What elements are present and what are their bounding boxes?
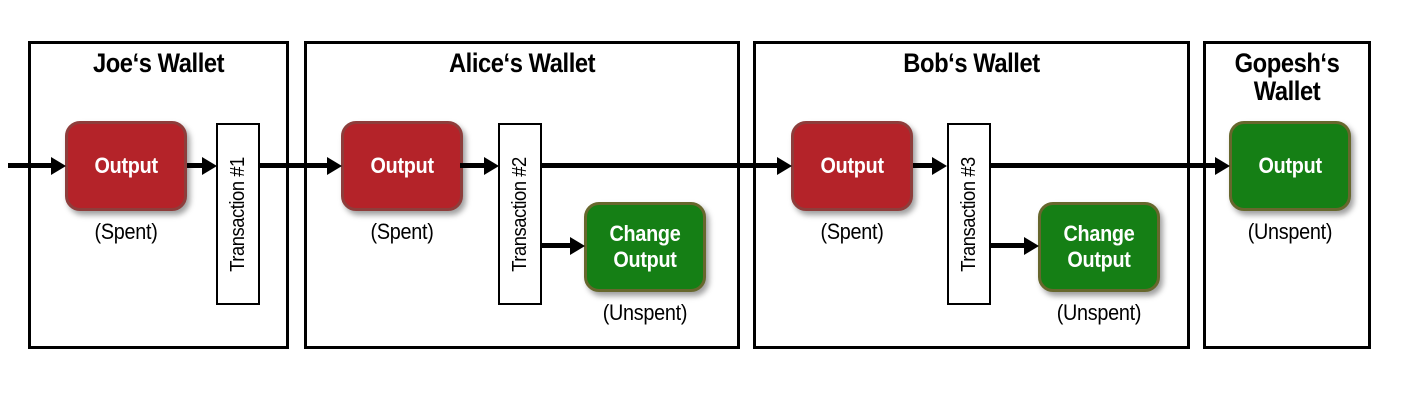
alice-output-status: (Spent) [341,220,463,244]
bob-change-output-label: Change Output [1063,220,1135,272]
arrow-transaction-2-to-alice-change-output [542,236,585,255]
transaction-1-label: Transaction #1 [226,156,249,272]
bob-change-output-box: Change Output [1038,202,1160,292]
alice-output-label: Output [370,152,434,178]
transaction-2-label: Transaction #2 [508,156,531,272]
joe-output-status-text: (Spent) [94,219,158,244]
bob-output-status: (Spent) [791,220,913,244]
alice-output-status-text: (Spent) [370,219,434,244]
arrow-bob-output-to-transaction-3 [913,156,947,175]
alice-change-output-box: Change Output [584,202,706,292]
joe-output-status: (Spent) [65,220,187,244]
arrow-transaction-3-to-gopesh-output [991,156,1230,175]
alice-change-output-status-text: (Unspent) [602,300,688,325]
gopesh-output-box: Output [1229,121,1351,211]
bob-output-status-text: (Spent) [820,219,884,244]
wallet-bob-title-text: Bob‘s Wallet [903,48,1040,78]
transaction-1-box: Transaction #1 [216,123,260,305]
wallet-gopesh-title: Gopesh‘s Wallet [1206,49,1368,105]
wallet-joe-title-text: Joe‘s Wallet [92,48,225,78]
alice-change-output-label: Change Output [609,220,681,272]
wallet-gopesh: Gopesh‘s Wallet Output (Unspent) [1203,41,1371,349]
gopesh-output-status-text: (Unspent) [1247,219,1333,244]
gopesh-output-status: (Unspent) [1229,220,1351,244]
alice-change-output-status: (Unspent) [584,301,706,325]
arrow-external-to-joe-output [8,156,66,175]
wallet-gopesh-title-text: Gopesh‘s Wallet [1234,48,1340,106]
arrow-transaction-3-to-bob-change-output [991,236,1039,255]
alice-output-box: Output [341,121,463,211]
wallet-joe: Joe‘s Wallet Output (Spent) Transaction … [28,41,289,349]
wallet-alice-title: Alice‘s Wallet [307,49,737,77]
wallet-bob: Bob‘s Wallet Output (Spent) Transaction … [753,41,1190,349]
wallet-bob-title: Bob‘s Wallet [756,49,1187,77]
bob-change-output-status-text: (Unspent) [1056,300,1142,325]
arrow-joe-output-to-transaction-1 [187,156,217,175]
arrow-alice-output-to-transaction-2 [460,156,499,175]
wallet-alice: Alice‘s Wallet Output (Spent) Transactio… [304,41,740,349]
joe-output-label: Output [94,152,158,178]
bob-output-box: Output [791,121,913,211]
transaction-3-label: Transaction #3 [957,156,980,272]
arrow-transaction-1-to-alice-output [260,156,342,175]
arrow-transaction-2-to-bob-output [542,156,792,175]
bob-change-output-status: (Unspent) [1038,301,1160,325]
bob-output-label: Output [820,152,884,178]
transaction-3-box: Transaction #3 [947,123,991,305]
transaction-2-box: Transaction #2 [498,123,542,305]
wallet-alice-title-text: Alice‘s Wallet [448,48,596,78]
joe-output-box: Output [65,121,187,211]
gopesh-output-label: Output [1258,152,1322,178]
wallet-joe-title: Joe‘s Wallet [31,49,286,77]
